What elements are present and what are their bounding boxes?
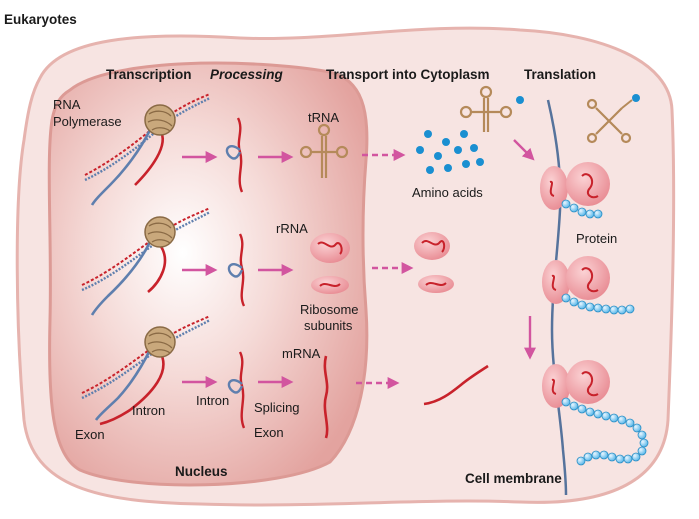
label-intron-2: Intron [196,393,229,408]
charged-trna-icon [459,85,513,132]
ribosome-large-subunit [310,233,350,263]
rna-polymerase-icon [144,216,176,248]
mrna-cytoplasm [423,364,489,406]
pre-mrna-shape [227,351,246,429]
label-protein: Protein [576,231,617,246]
header-processing: Processing [210,67,284,82]
protein-chain-2 [561,293,635,315]
label-exon-1: Exon [75,427,105,442]
label-exon-2: Exon [254,425,284,440]
ribosome-large-subunit-cytoplasm [414,232,450,260]
header-transcription: Transcription [106,67,192,82]
header-transport: Transport into Cytoplasm [326,67,490,82]
pre-trna-shape [225,117,244,193]
trna-icon [299,123,349,178]
protein-chain-3 [561,397,649,466]
label-polymerase: Polymerase [53,114,122,129]
dna-row-2 [81,207,211,316]
membrane-ribosome-1 [540,162,610,210]
label-rrna: rRNA [276,221,308,236]
label-intron-1: Intron [132,403,165,418]
process-arrows [182,139,536,388]
label-cell-membrane: Cell membrane [465,471,562,486]
label-trna: tRNA [308,110,339,125]
dna-row-3 [81,315,211,426]
label-mrna: mRNA [282,346,321,361]
header-translation: Translation [524,67,596,82]
diagram-title: Eukaryotes [4,12,77,27]
ribosome-small-subunit-cytoplasm [418,275,454,293]
label-amino-acids: Amino acids [412,185,483,200]
label-ribosome: Ribosome [300,302,359,317]
label-splicing: Splicing [254,400,300,415]
label-subunits: subunits [304,318,353,333]
transport-arrows [356,149,414,389]
amino-acid-dot [632,94,640,102]
pre-rrna-shape [227,233,246,307]
amino-acid-dots [416,130,484,174]
membrane-ribosome-3 [542,360,610,408]
rna-polymerase-icon [144,104,176,136]
amino-acid-dot [516,96,524,104]
rna-polymerase-icon [144,326,176,358]
ribosome-small-subunit [311,276,349,294]
trna-x-icon [586,98,632,144]
dna-row-1 [84,93,211,206]
protein-chain-1 [561,199,603,219]
mrna-strand [323,355,329,439]
label-nucleus: Nucleus [175,464,228,479]
membrane-ribosome-2 [542,256,610,304]
label-rna: RNA [53,97,81,112]
